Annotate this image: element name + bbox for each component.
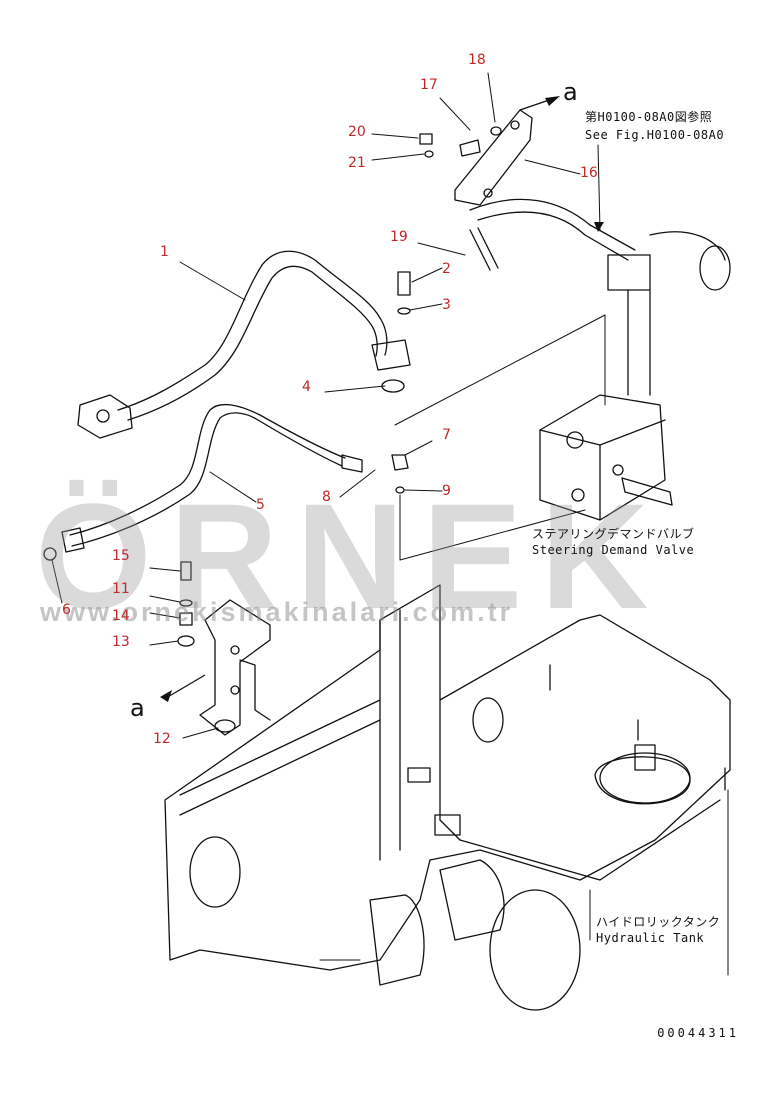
callout-16: 16 [580, 165, 598, 181]
callout-8: 8 [322, 489, 331, 505]
leader-lines [51, 72, 729, 976]
arrow-ref-a-left: a [130, 694, 145, 722]
watermark-brand: ÖRNEK [35, 472, 667, 640]
document-number: 00044311 [657, 1026, 739, 1040]
callout-4: 4 [302, 379, 311, 395]
callout-7: 7 [442, 427, 451, 443]
arrow-heads [160, 96, 604, 702]
callout-6: 6 [62, 602, 71, 618]
callout-17: 17 [420, 77, 438, 93]
see-figure-jp: 第H0100-08A0図参照 [585, 110, 713, 124]
steering-valve-label-jp: ステアリングデマンドバルブ [532, 527, 695, 541]
arrow-ref-a-top: a [563, 78, 578, 106]
arrow-shafts [165, 97, 556, 699]
callout-3: 3 [442, 297, 451, 313]
callout-5: 5 [256, 497, 265, 513]
hydraulic-tube-1 [77, 250, 411, 439]
callout-18: 18 [468, 52, 486, 68]
callout-12: 12 [153, 731, 171, 747]
steering-demand-valve [539, 394, 673, 521]
see-figure-en: See Fig.H0100-08A0 [585, 128, 725, 142]
callout-11: 11 [112, 581, 130, 597]
steering-pipe [469, 198, 731, 396]
callout-19: 19 [390, 229, 408, 245]
hydraulic-tank-label-jp: ハイドロリックタンク [596, 915, 721, 929]
callout-15: 15 [112, 548, 130, 564]
callout-14: 14 [112, 608, 130, 624]
hydraulic-tube-5 [43, 403, 363, 561]
machine-frame [164, 584, 731, 1011]
watermark-url: www.ornekismakinalari.com.tr [40, 597, 514, 627]
hydraulic-tank-label-en: Hydraulic Tank [596, 931, 705, 945]
callout-9: 9 [442, 483, 451, 499]
steering-valve-label-en: Steering Demand Valve [532, 543, 695, 557]
callout-21: 21 [348, 155, 366, 171]
callout-2: 2 [442, 261, 451, 277]
callout-13: 13 [112, 634, 130, 650]
callout-20: 20 [348, 124, 366, 140]
support-bracket [199, 599, 271, 736]
callout-1: 1 [160, 244, 169, 260]
